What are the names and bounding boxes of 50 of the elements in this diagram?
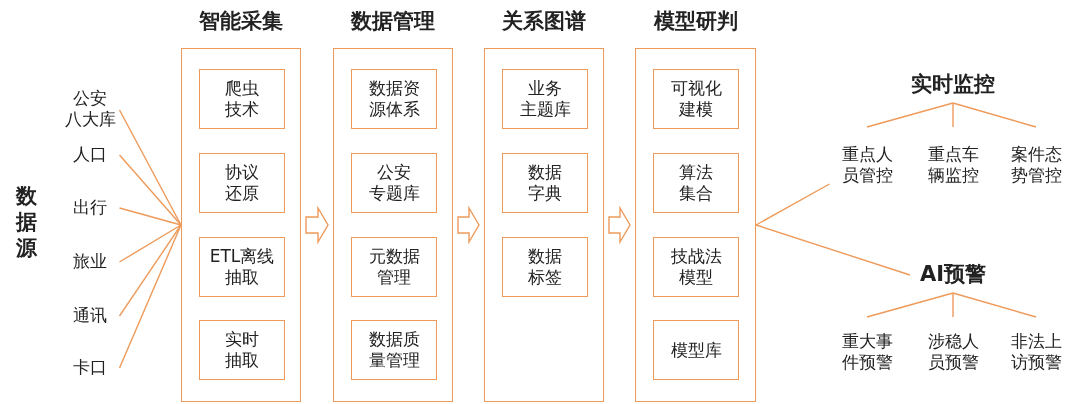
process-box: ETL离线抽取	[199, 237, 285, 297]
connector-line	[118, 154, 182, 226]
source-label: 人口	[64, 144, 116, 166]
connector-line	[118, 224, 182, 263]
column-heading: 数据管理	[349, 8, 436, 35]
source-label: 卡口	[64, 357, 116, 379]
block-arrow	[457, 205, 480, 245]
function-label: 非法上访预警	[1010, 331, 1062, 375]
process-box: 数据质量管理	[351, 320, 437, 380]
connector-line	[866, 292, 954, 318]
process-box: 业务主题库	[502, 69, 588, 129]
source-label: 旅业	[64, 251, 116, 273]
connector-line	[952, 292, 954, 318]
block-arrow	[608, 205, 631, 245]
block-arrow	[305, 205, 329, 245]
function-label: 案件态势管控	[1010, 144, 1062, 188]
process-box: 数据资源体系	[351, 69, 437, 129]
process-box: 数据标签	[502, 237, 588, 297]
function-label: 重点人员管控	[841, 144, 893, 188]
side-title: 数据源	[16, 183, 38, 261]
process-box: 公安专题库	[351, 153, 437, 213]
connector-line	[755, 183, 831, 226]
process-box: 算法集合	[653, 153, 739, 213]
connector-line	[866, 102, 954, 128]
connector-line	[118, 207, 182, 226]
source-label: 出行	[64, 197, 116, 219]
column-heading: 智能采集	[198, 8, 284, 35]
connector-line	[952, 102, 954, 128]
category-heading: AI预警	[914, 260, 992, 290]
source-label: 通讯	[64, 305, 116, 327]
source-label: 公安八大库	[64, 88, 116, 132]
connector-line	[755, 224, 911, 276]
process-box: 模型库	[653, 320, 739, 380]
category-heading: 实时监控	[910, 70, 996, 100]
connector-line	[952, 292, 1037, 318]
connector-line	[118, 224, 182, 317]
process-box: 数据字典	[502, 153, 588, 213]
connector-line	[952, 102, 1037, 128]
function-label: 重大事件预警	[841, 331, 893, 375]
process-box: 元数据管理	[351, 237, 437, 297]
process-box: 实时抽取	[199, 320, 285, 380]
column-heading: 关系图谱	[501, 8, 587, 35]
column-heading: 模型研判	[652, 8, 739, 35]
process-box: 协议还原	[199, 153, 285, 213]
process-box: 爬虫技术	[199, 69, 285, 129]
connector-line	[118, 224, 182, 369]
process-box: 可视化建模	[653, 69, 739, 129]
process-box: 技战法模型	[653, 237, 739, 297]
function-label: 涉稳人员预警	[927, 331, 979, 375]
function-label: 重点车辆监控	[927, 144, 979, 188]
